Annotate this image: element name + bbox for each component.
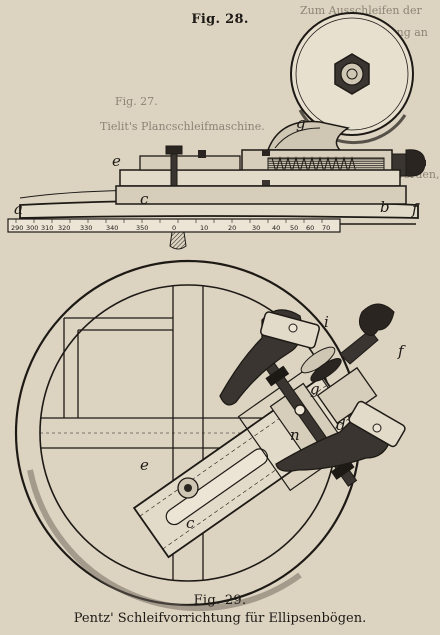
clamping-nut <box>165 145 183 155</box>
fig29-label-c: c <box>186 514 195 532</box>
scale-tick-300: 300 <box>26 224 38 232</box>
bleed-through-text-4: Tielit's Plancschleifmaschine. <box>100 120 265 133</box>
fig28-label-c: c <box>140 190 149 208</box>
fig29-label-f: f <box>397 342 406 360</box>
scale-tick-40: 40 <box>272 224 280 232</box>
scale-ticks <box>15 219 323 223</box>
scale-tick-330: 330 <box>80 224 92 232</box>
fig28-label-g: g <box>296 114 306 132</box>
scale-tick-60: 60 <box>306 224 314 232</box>
figure-29-drawing: i f g d n e c <box>14 259 406 612</box>
fig29-label-d: d <box>336 416 346 434</box>
scale-tick-30: 30 <box>252 224 260 232</box>
scale-tick-0: 0 <box>172 224 176 232</box>
scale-tick-70: 70 <box>322 224 330 232</box>
guide-slot <box>165 448 269 526</box>
figure-caption: Pentz' Schleifvorrichtung für Ellipsenbö… <box>73 611 367 626</box>
t-handle-knob <box>358 303 395 336</box>
compression-spring <box>271 156 357 174</box>
main-slide-plate <box>119 169 401 187</box>
fig28-label-a: a <box>14 200 23 218</box>
clamp-arm-upper <box>219 309 321 406</box>
scale-tick-20: 20 <box>228 224 236 232</box>
fig28-label-f: f <box>411 200 420 218</box>
scale-tick-50: 50 <box>290 224 298 232</box>
scale-tick-10: 10 <box>200 224 208 232</box>
fig29-label-n: n <box>290 426 300 444</box>
figure-28-title: Fig. 28. <box>191 12 249 27</box>
bleed-through-text-1: Zum Ausschleifen der <box>300 4 422 17</box>
bleed-through-text-3: Fig. 27. <box>115 95 158 108</box>
fig28-label-b: b <box>380 198 390 216</box>
scale-tick-340: 340 <box>106 224 118 232</box>
figure-28-drawing: 290 300 310 320 330 340 350 0 10 20 30 4… <box>7 12 426 250</box>
fig29-label-g: g <box>310 380 320 398</box>
figure-29-title: Fig. 29. <box>193 593 247 608</box>
scale-tick-290: 290 <box>11 224 23 232</box>
scale-tick-320: 320 <box>58 224 70 232</box>
scale-tick-350: 350 <box>136 224 148 232</box>
scale-tick-310: 310 <box>41 224 53 232</box>
fig28-label-e: e <box>112 152 121 170</box>
clamp-arm-lower <box>275 400 406 472</box>
grinding-wheel <box>290 12 414 145</box>
fig29-label-i: i <box>324 313 329 331</box>
fig29-label-e: e <box>140 456 149 474</box>
